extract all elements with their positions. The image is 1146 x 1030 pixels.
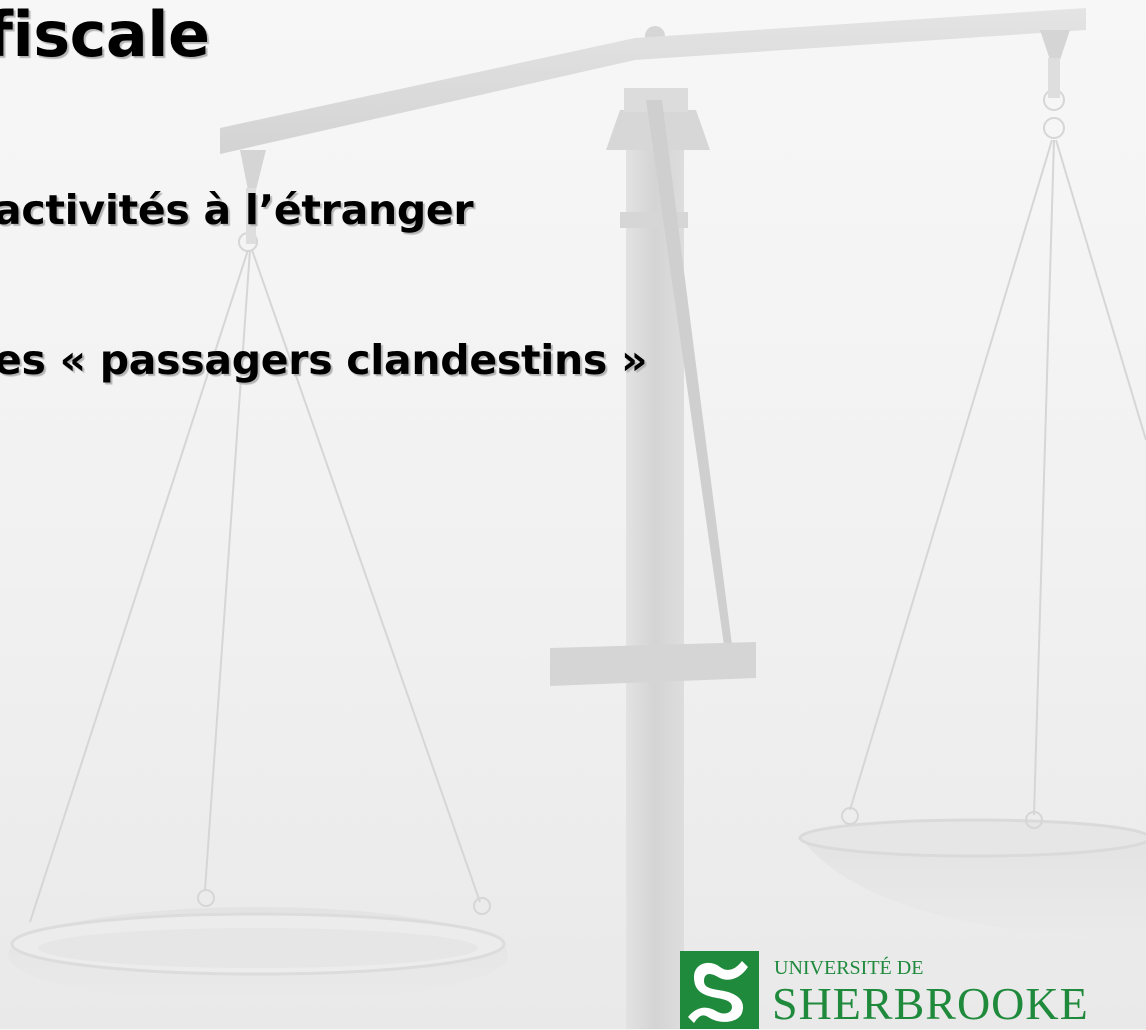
bullet-text: es « passagers clandestins » [0, 336, 648, 384]
left-chains [29, 232, 491, 923]
university-logo: UNIVERSITÉ DE SHERBROOKE [680, 951, 1100, 1029]
left-pan [8, 907, 508, 1003]
slide-title: fiscale [0, 0, 210, 71]
right-chains [841, 89, 1146, 829]
scale-beam [220, 8, 1086, 154]
right-pan [798, 818, 1146, 938]
sherbrooke-s-logo-icon [680, 951, 759, 1029]
bullet-text: activités à l’étranger [0, 186, 474, 234]
logo-text-line1: UNIVERSITÉ DE [774, 957, 924, 979]
central-post [550, 26, 756, 1029]
logo-text-line2: SHERBROOKE [772, 978, 1089, 1029]
